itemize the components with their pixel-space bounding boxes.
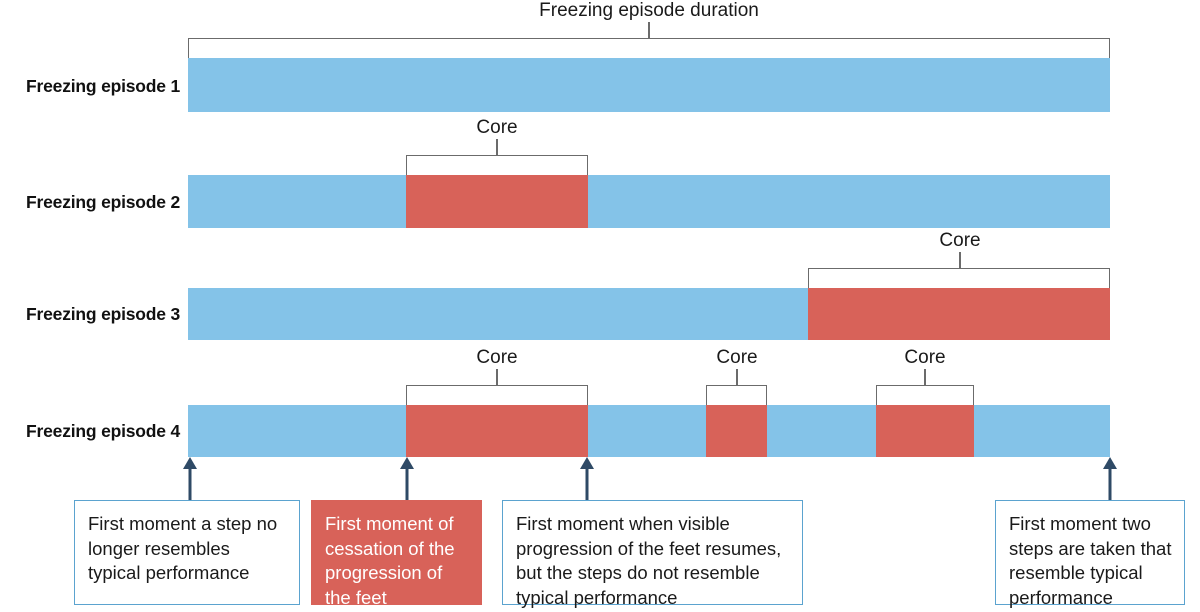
row-label-episode-4: Freezing episode 4: [26, 421, 180, 441]
core-bracket-4-2-stem: [736, 369, 738, 386]
freezing-duration-bracket-stem: [648, 22, 650, 39]
freezing-duration-bracket: [188, 38, 1110, 58]
core-bracket-4-1-stem: [496, 369, 498, 386]
core-segment-4-2: [706, 405, 767, 457]
core-label-4-1: Core: [476, 347, 518, 368]
core-bracket-4-3: [876, 385, 974, 405]
callout-box-2: First moment of cessation of the progres…: [311, 500, 482, 608]
core-bracket-3-1: [808, 268, 1110, 288]
callout-box-1: First moment a step no longer resembles …: [74, 500, 300, 605]
callout-arrow-head-4: [1103, 457, 1117, 469]
callout-arrow-head-1: [183, 457, 197, 469]
callout-arrow-head-2: [400, 457, 414, 469]
row-label-episode-3: Freezing episode 3: [26, 304, 180, 324]
core-bracket-4-1: [406, 385, 588, 405]
callout-arrow-shaft-1: [188, 468, 192, 501]
callout-arrow-shaft-3: [585, 468, 589, 501]
freezing-duration-label: Freezing episode duration: [539, 0, 759, 21]
episode-bar-2: [188, 175, 1110, 228]
callout-box-4: First moment two steps are taken that re…: [995, 500, 1185, 608]
callout-arrow-shaft-2: [405, 468, 409, 501]
callout-box-3: First moment when visible progression of…: [502, 500, 803, 608]
core-bracket-4-2: [706, 385, 767, 405]
row-label-episode-2: Freezing episode 2: [26, 192, 180, 212]
core-label-4-2: Core: [716, 347, 758, 368]
core-bracket-4-3-stem: [924, 369, 926, 386]
row-label-episode-1: Freezing episode 1: [26, 76, 180, 96]
core-segment-3-1: [808, 288, 1110, 340]
core-segment-2-1: [406, 175, 588, 228]
callout-arrow-head-3: [580, 457, 594, 469]
core-bracket-2-1: [406, 155, 588, 175]
core-label-4-3: Core: [904, 347, 946, 368]
episode-bar-1: [188, 58, 1110, 112]
core-bracket-2-1-stem: [496, 139, 498, 156]
core-segment-4-1: [406, 405, 588, 457]
core-label-2-1: Core: [476, 117, 518, 138]
core-segment-4-3: [876, 405, 974, 457]
core-bracket-3-1-stem: [959, 252, 961, 269]
core-label-3-1: Core: [939, 230, 981, 251]
callout-arrow-shaft-4: [1108, 468, 1112, 501]
